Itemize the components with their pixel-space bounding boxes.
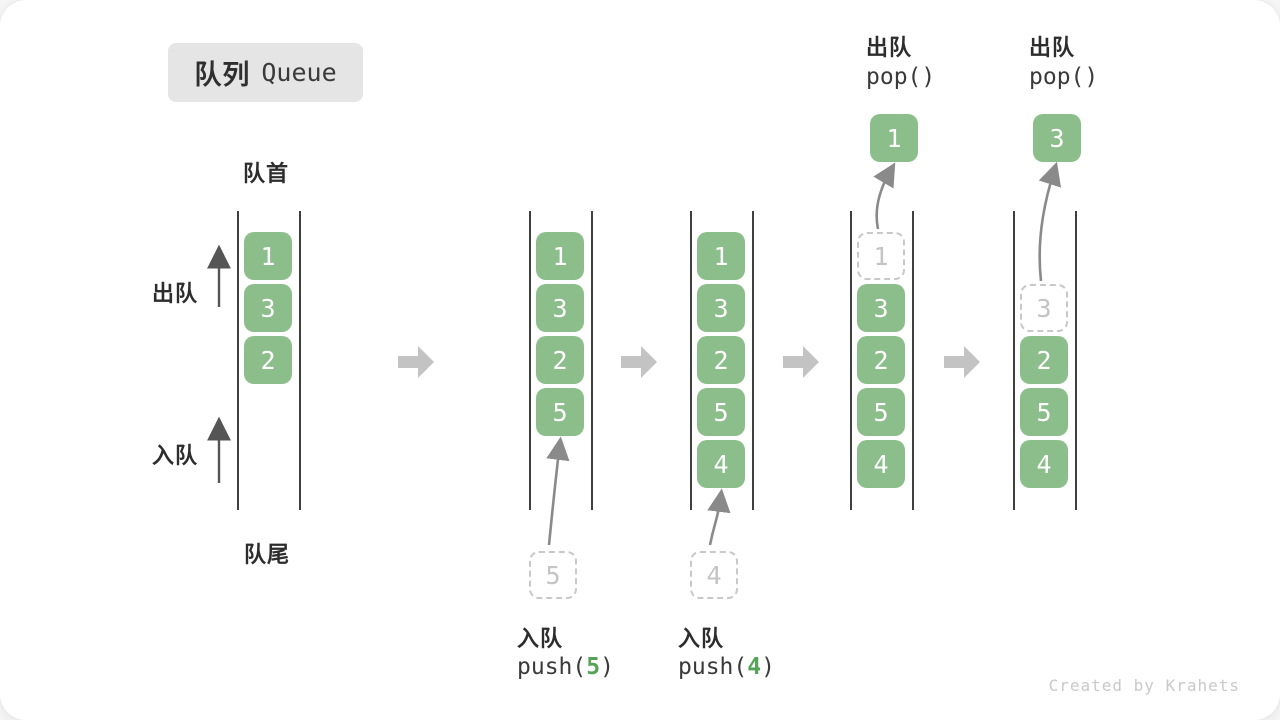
label-enqueue-direction: 入队: [152, 444, 199, 469]
queue-element: 3: [244, 284, 292, 332]
queue-element: 1: [536, 232, 584, 280]
queue-element: 4: [857, 440, 905, 488]
queue-wall-right: [1075, 211, 1077, 510]
pop-flow-arrow: [1038, 161, 1062, 282]
push-flow-arrow: [546, 436, 570, 546]
queue-wall-left: [850, 211, 852, 510]
next-step-arrow: [783, 346, 819, 378]
enqueue-ghost-element: 5: [529, 551, 577, 599]
push-code-arg: 4: [747, 654, 762, 680]
watermark-credit: Created by Krahets: [1048, 676, 1240, 695]
pop-code: pop(): [866, 64, 936, 90]
queue-element: 2: [244, 336, 292, 384]
popped-element: 1: [870, 114, 918, 162]
pop-label: 出队: [1029, 36, 1076, 61]
queue-element-ghost: 1: [857, 232, 905, 280]
queue-element: 1: [697, 232, 745, 280]
pop-code: pop(): [1029, 64, 1099, 90]
queue-element: 5: [697, 388, 745, 436]
queue-element: 5: [536, 388, 584, 436]
label-queue-rear: 队尾: [244, 543, 291, 568]
queue-element: 3: [857, 284, 905, 332]
queue-element: 3: [536, 284, 584, 332]
pop-flow-arrow: [873, 162, 896, 230]
queue-element: 2: [857, 336, 905, 384]
queue-element: 5: [1020, 388, 1068, 436]
queue-wall-right: [912, 211, 914, 510]
title-en: Queue: [261, 58, 337, 87]
queue-element: 4: [697, 440, 745, 488]
queue-element: 3: [697, 284, 745, 332]
pop-label: 出队: [866, 36, 913, 61]
push-code-post: ): [761, 654, 775, 680]
push-code: push(5): [517, 654, 614, 680]
queue-element: 2: [536, 336, 584, 384]
next-step-arrow: [944, 346, 980, 378]
push-label: 入队: [517, 627, 564, 652]
push-code-arg: 5: [586, 654, 601, 680]
push-code: push(4): [678, 654, 775, 680]
queue-wall-left: [690, 211, 692, 510]
push-code-post: ): [600, 654, 614, 680]
queue-element: 2: [697, 336, 745, 384]
queue-wall-left: [529, 211, 531, 510]
push-flow-arrow: [707, 488, 731, 546]
queue-element: 1: [244, 232, 292, 280]
queue-wall-right: [299, 211, 301, 510]
push-code-pre: push(: [517, 654, 587, 680]
popped-element: 3: [1033, 114, 1081, 162]
title-zh: 队列: [194, 60, 251, 91]
push-label: 入队: [678, 627, 725, 652]
label-dequeue-direction: 出队: [152, 282, 199, 307]
label-queue-front: 队首: [243, 162, 290, 187]
enqueue-ghost-element: 4: [690, 551, 738, 599]
queue-element-ghost: 3: [1020, 284, 1068, 332]
queue-element: 2: [1020, 336, 1068, 384]
queue-wall-left: [237, 211, 239, 510]
next-step-arrow: [398, 346, 434, 378]
queue-wall-right: [591, 211, 593, 510]
next-step-arrow: [621, 346, 657, 378]
push-code-pre: push(: [678, 654, 748, 680]
title-box: 队列 Queue: [168, 43, 363, 102]
queue-wall-left: [1013, 211, 1015, 510]
queue-wall-right: [752, 211, 754, 510]
queue-element: 5: [857, 388, 905, 436]
queue-element: 4: [1020, 440, 1068, 488]
